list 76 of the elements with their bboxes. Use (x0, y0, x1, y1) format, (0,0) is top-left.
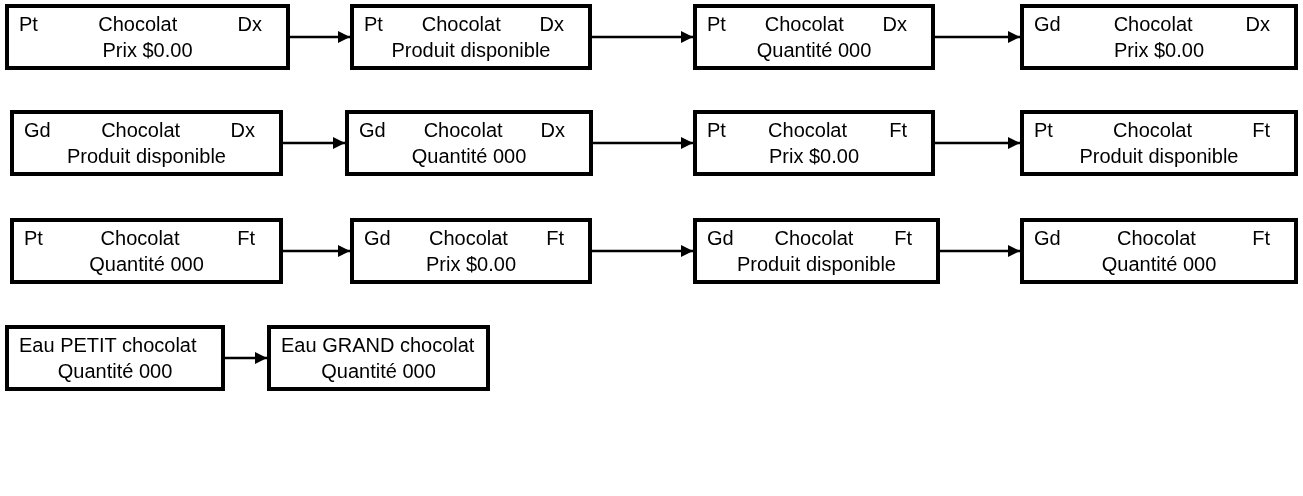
display-text: Gd (24, 118, 51, 143)
display-text: Prix $0.00 (767, 144, 861, 169)
arrow (592, 244, 693, 258)
display-text: Dx (1245, 12, 1270, 37)
display-text: Prix $0.00 (101, 38, 194, 63)
display-box (5, 325, 225, 391)
display-text: Ft (1252, 226, 1270, 251)
display-text: Chocolat (1113, 118, 1193, 143)
display-box (10, 218, 283, 284)
display-text: Gd (1034, 12, 1061, 37)
display-text: Chocolat (100, 226, 180, 251)
display-text: Chocolat (98, 12, 178, 37)
display-text: Ft (1252, 118, 1270, 143)
display-text: Gd (359, 118, 386, 143)
display-text: Produit disponible (1078, 144, 1240, 169)
display-box (693, 218, 940, 284)
display-text: Ft (546, 226, 564, 251)
display-text: Produit disponible (66, 144, 227, 169)
display-text: Gd (364, 226, 391, 251)
display-text: Chocolat (768, 118, 848, 143)
display-box (1020, 110, 1298, 176)
display-text: Gd (707, 226, 734, 251)
display-text: Ft (889, 118, 907, 143)
display-text: Gd (1034, 226, 1061, 251)
display-box (345, 110, 593, 176)
display-text: Quantité 000 (88, 252, 205, 277)
arrow (283, 244, 350, 258)
display-text: Dx (882, 12, 907, 37)
display-text: Eau GRAND chocolat (281, 333, 475, 358)
display-text: Pt (707, 118, 726, 143)
display-text: Eau PETIT chocolat (19, 333, 197, 358)
display-text: Dx (540, 118, 565, 143)
arrow (592, 30, 693, 44)
display-text: Chocolat (774, 226, 854, 251)
display-box (5, 4, 290, 70)
arrow (593, 136, 693, 150)
display-text: Ft (237, 226, 255, 251)
display-text: Quantité 000 (1100, 252, 1218, 277)
arrow (290, 30, 350, 44)
display-box (10, 110, 283, 176)
display-text: Pt (1034, 118, 1053, 143)
display-text: Dx (230, 118, 255, 143)
display-box (1020, 218, 1298, 284)
display-text: Prix $0.00 (424, 252, 518, 277)
display-text: Pt (24, 226, 43, 251)
display-text: Pt (707, 12, 726, 37)
display-text: Dx (539, 12, 564, 37)
display-text: Ft (894, 226, 912, 251)
display-text: Prix $0.00 (1112, 38, 1206, 63)
arrow (935, 30, 1020, 44)
display-text: Dx (237, 12, 262, 37)
display-text: Chocolat (1113, 12, 1193, 37)
display-box (267, 325, 490, 391)
display-text: Chocolat (421, 12, 501, 37)
display-text: Chocolat (101, 118, 181, 143)
display-text: Quantité 000 (755, 38, 873, 63)
display-text: Chocolat (423, 118, 503, 143)
display-text: Produit disponible (736, 252, 897, 277)
display-text: Quantité 000 (320, 359, 437, 384)
display-text: Chocolat (1117, 226, 1196, 251)
display-text: Quantité 000 (410, 144, 528, 169)
display-text: Produit disponible (390, 38, 552, 63)
arrow (935, 136, 1020, 150)
display-box (693, 110, 935, 176)
display-box (350, 218, 592, 284)
arrow (283, 136, 345, 150)
display-box (350, 4, 592, 70)
display-text: Chocolat (764, 12, 844, 37)
arrow (225, 351, 267, 365)
display-text: Pt (364, 12, 383, 37)
arrow (940, 244, 1020, 258)
display-text: Pt (19, 12, 38, 37)
display-box (693, 4, 935, 70)
display-text: Quantité 000 (56, 359, 174, 384)
display-text: Chocolat (429, 226, 508, 251)
display-box (1020, 4, 1298, 70)
